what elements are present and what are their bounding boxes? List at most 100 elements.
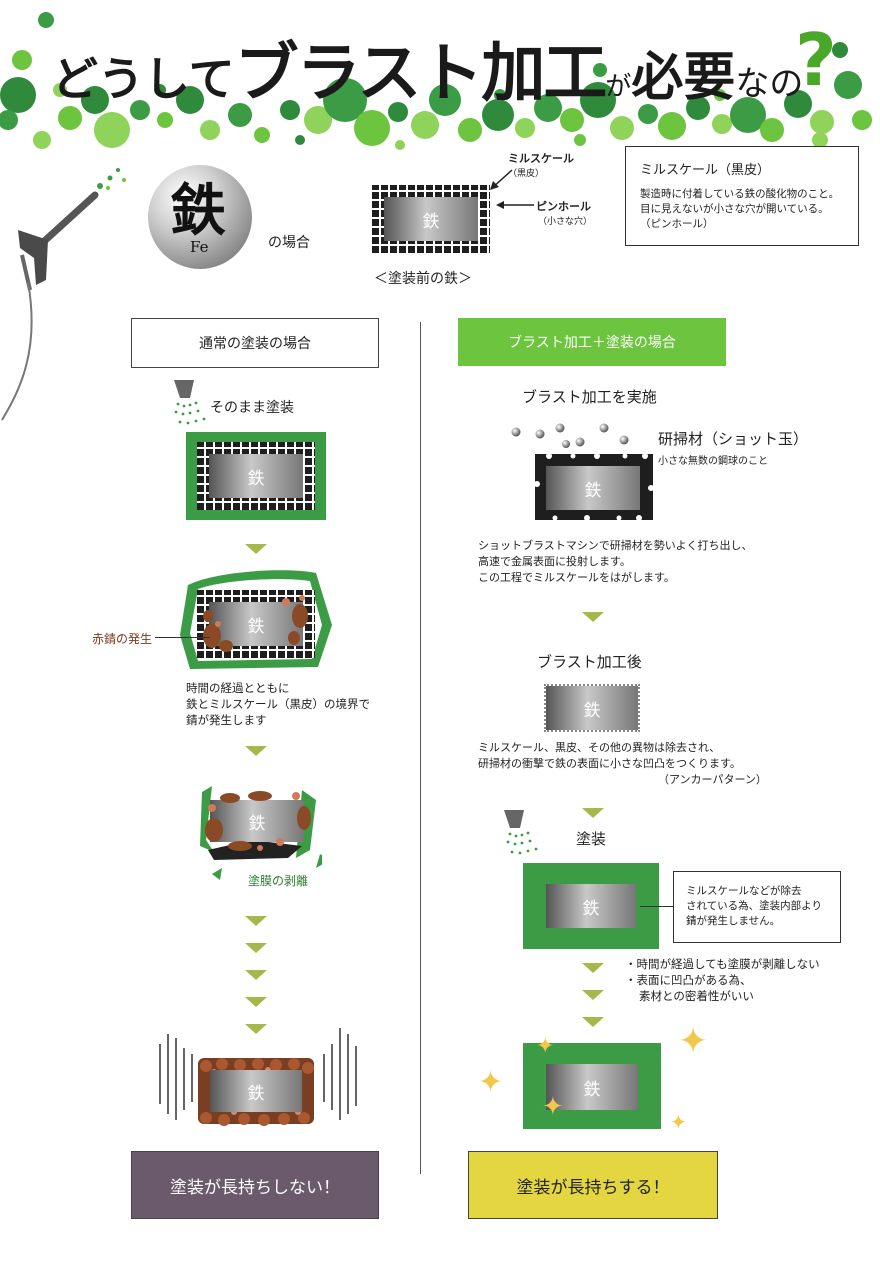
left-heading: 通常の塗装の場合 bbox=[131, 318, 379, 368]
spray-nozzle-icon bbox=[174, 380, 206, 425]
note-line-2: 目に見えないが小さな穴が開いている。 bbox=[640, 203, 829, 215]
right-result: 塗装が長持ちする！ bbox=[468, 1151, 718, 1219]
right-desc2-line-2: 研掃材の衝撃で鉄の表面に小さな凹凸をつくります。 bbox=[478, 757, 741, 770]
bubble bbox=[58, 106, 82, 130]
sparkle-icon: ✦ bbox=[678, 1021, 709, 1062]
iron-block: 鉄 bbox=[546, 1064, 638, 1110]
right-description-2: ミルスケール、黒皮、その他の異物は除去され、 研掃材の衝撃で鉄の表面に小さな凹凸… bbox=[478, 740, 767, 788]
rust-spots bbox=[205, 791, 311, 851]
bubble bbox=[295, 135, 305, 145]
title-part-3: が bbox=[605, 72, 632, 102]
right-heading: ブラスト加工＋塗装の場合 bbox=[458, 318, 726, 366]
down-arrow-icon bbox=[245, 943, 267, 953]
sparkle-icon: ✦ bbox=[670, 1110, 687, 1134]
bubble bbox=[534, 94, 562, 122]
right-note: ミルスケールなどが除去 されている為、塗装内部より 錆が発生しません。 bbox=[673, 871, 841, 943]
pinhole-pointer-icon bbox=[496, 201, 534, 209]
down-arrow-icon bbox=[245, 746, 267, 756]
bubble bbox=[254, 127, 270, 143]
title-part-4: 必要 bbox=[631, 48, 736, 108]
right-description-1: ショットブラストマシンで研掃材を勢いよく打ち出し、 高速で金属表面に投射します。… bbox=[478, 538, 753, 586]
iron-element-badge bbox=[148, 165, 252, 269]
bubble bbox=[686, 96, 710, 120]
right-step2-label: ブラスト加工後 bbox=[537, 653, 642, 671]
bubble bbox=[760, 118, 784, 142]
bubble bbox=[411, 111, 439, 139]
bubble bbox=[714, 89, 726, 101]
bubble bbox=[494, 89, 506, 101]
bubble bbox=[458, 118, 482, 142]
sparkle-icon: ✦ bbox=[478, 1065, 504, 1100]
spray-gun-icon bbox=[1, 168, 126, 421]
shot-balls bbox=[511, 423, 629, 448]
bubble bbox=[323, 78, 367, 122]
down-arrow-icon bbox=[245, 544, 267, 554]
bubble bbox=[354, 110, 390, 146]
bubble-decoration bbox=[0, 12, 872, 150]
right-step3-label: 塗装 bbox=[576, 830, 607, 848]
iron-block: 鉄 bbox=[209, 602, 303, 646]
right-note-line-3: 錆が発生しません。 bbox=[686, 915, 781, 927]
bubble bbox=[94, 112, 130, 148]
note-line-3: （ピンホール） bbox=[640, 218, 714, 230]
bubble bbox=[812, 132, 828, 148]
bubble bbox=[429, 84, 461, 116]
pinhole-sub: （小さな穴） bbox=[538, 217, 593, 227]
iron-block: 鉄 bbox=[209, 454, 303, 498]
bubble bbox=[834, 71, 862, 99]
bubble bbox=[38, 12, 54, 28]
before-caption: ＜塗装前の鉄＞ bbox=[374, 271, 472, 287]
bubble bbox=[482, 99, 514, 131]
bubble bbox=[395, 140, 405, 150]
bubble bbox=[81, 86, 109, 114]
bubble bbox=[810, 110, 834, 134]
note-pointer-line bbox=[640, 906, 673, 907]
bubble bbox=[304, 106, 332, 134]
pinhole-label: ピンホール bbox=[536, 200, 591, 213]
bubble bbox=[157, 112, 173, 128]
bubble bbox=[712, 114, 732, 134]
iron-block: 鉄 bbox=[210, 800, 304, 842]
page-title: どうしてブラスト加工が必要なの bbox=[52, 22, 803, 114]
title-part-5: なの bbox=[735, 64, 804, 104]
title-part-1: どうして bbox=[52, 52, 235, 106]
bubble bbox=[832, 42, 848, 58]
right-desc1-line-3: この工程でミルスケールをはがします。 bbox=[478, 571, 675, 584]
rust-spots bbox=[200, 1058, 314, 1126]
iron-kanji: 鉄 bbox=[170, 178, 226, 244]
bubble bbox=[658, 112, 686, 140]
sparkle-icon: ✦ bbox=[542, 1092, 564, 1122]
vibration-lines-right bbox=[323, 1028, 357, 1120]
bubble bbox=[784, 90, 812, 118]
iron-block: 鉄 bbox=[210, 1070, 302, 1112]
bubble bbox=[388, 102, 408, 122]
down-arrow-icon bbox=[582, 612, 604, 622]
bubble bbox=[515, 118, 535, 138]
right-point-3: 素材との密着性がいい bbox=[639, 989, 754, 1003]
down-arrow-icon bbox=[245, 1024, 267, 1034]
down-arrow-icon bbox=[582, 808, 604, 818]
right-desc2-line-3: （アンカーパターン） bbox=[658, 773, 767, 786]
bubble bbox=[0, 110, 18, 130]
bubble bbox=[730, 97, 766, 133]
down-arrow-icon bbox=[245, 916, 267, 926]
note-title: ミルスケール（黒皮） bbox=[640, 163, 771, 178]
right-step1-label: ブラスト加工を実施 bbox=[522, 388, 657, 406]
abrasive-sub: 小さな無数の鋼球のこと bbox=[658, 456, 768, 467]
vibration-lines-left bbox=[159, 1034, 193, 1120]
bubble bbox=[0, 77, 36, 113]
bubble bbox=[852, 110, 872, 130]
down-arrow-icon bbox=[245, 970, 267, 980]
note-line-1: 製造時に付着している鉄の酸化物のこと。 bbox=[640, 188, 840, 200]
bubble bbox=[280, 100, 300, 120]
right-desc1-line-2: 高速で金属表面に投射します。 bbox=[478, 555, 631, 568]
bubble bbox=[228, 103, 252, 127]
bubble bbox=[33, 131, 51, 149]
bubble bbox=[610, 116, 634, 140]
mill-scale-label: ミルスケール bbox=[508, 152, 574, 165]
question-mark: ? bbox=[795, 18, 837, 102]
bubble bbox=[200, 120, 220, 140]
iron-block: 鉄 bbox=[384, 197, 478, 241]
down-arrow-icon bbox=[582, 963, 604, 973]
iron-block-blasted: 鉄 bbox=[544, 684, 640, 732]
